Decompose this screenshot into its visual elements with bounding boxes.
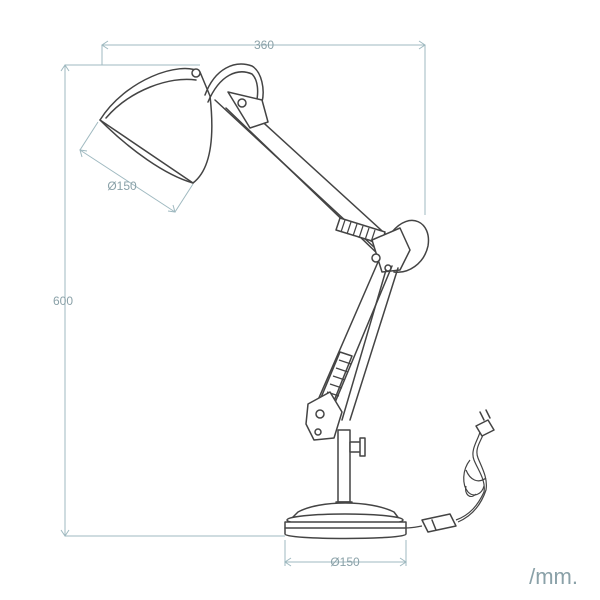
width-dimension-label: 360	[254, 38, 274, 52]
power-cord	[405, 409, 495, 533]
lamp-base	[284, 502, 407, 540]
lower-joint	[305, 391, 343, 441]
upper-arm	[204, 63, 393, 259]
lamp-post	[335, 429, 366, 503]
base-diameter-label: Ø150	[330, 555, 360, 569]
elbow-joint	[371, 219, 430, 273]
shade-diameter-dimension: Ø150	[79, 121, 194, 213]
lower-arm	[317, 261, 399, 421]
shade-diameter-label: Ø150	[107, 179, 137, 193]
base-diameter-dimension: Ø150	[284, 540, 407, 569]
lamp-shade	[99, 67, 213, 184]
height-dimension: 600	[53, 64, 285, 537]
width-dimension: 360	[101, 38, 426, 215]
height-dimension-label: 600	[53, 294, 73, 308]
unit-label: /mm.	[529, 564, 578, 589]
